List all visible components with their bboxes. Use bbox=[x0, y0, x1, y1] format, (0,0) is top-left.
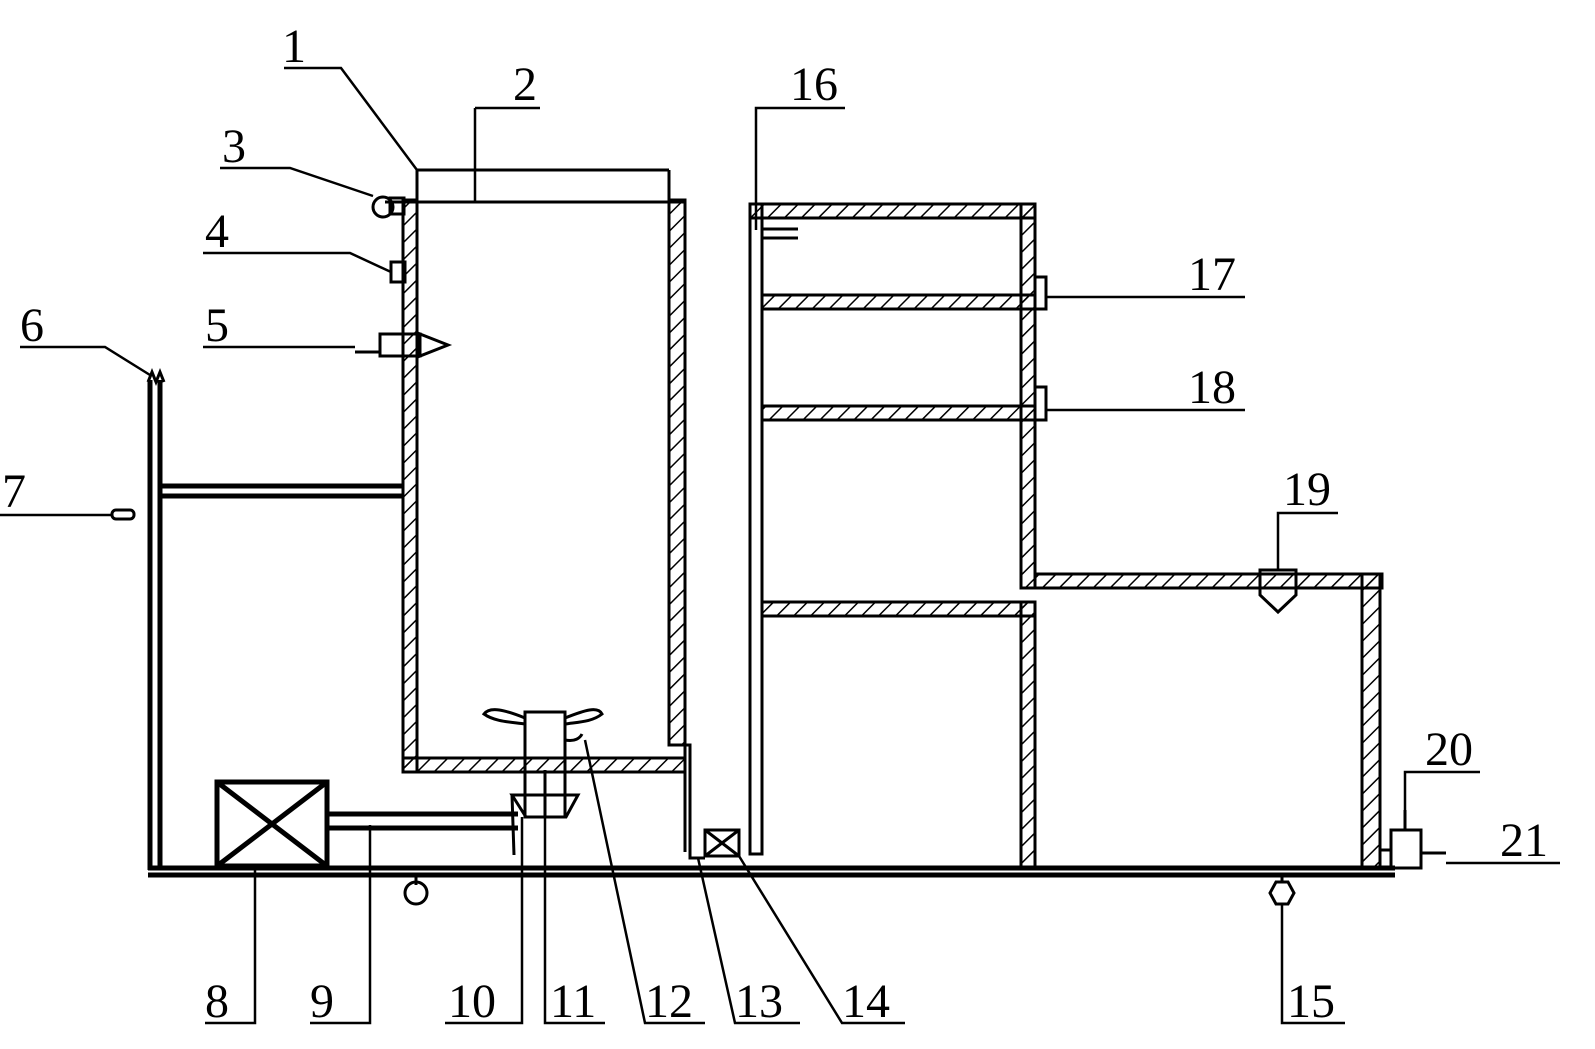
label-21: 21 bbox=[1500, 814, 1548, 867]
label-6: 6 bbox=[20, 299, 44, 352]
port-17 bbox=[1035, 275, 1048, 311]
funnel-19 bbox=[1258, 568, 1298, 615]
label-15: 15 bbox=[1287, 975, 1335, 1028]
label-5: 5 bbox=[205, 299, 229, 352]
label-12: 12 bbox=[645, 975, 693, 1028]
valve-14 bbox=[703, 828, 741, 858]
fitting-7 bbox=[110, 508, 136, 521]
port-18 bbox=[1035, 385, 1048, 422]
caster-15 bbox=[1268, 877, 1296, 906]
shaft-9 bbox=[327, 811, 518, 831]
label-8: 8 bbox=[205, 975, 229, 1028]
label-18: 18 bbox=[1188, 361, 1236, 414]
label-2: 2 bbox=[513, 58, 537, 111]
agitator-12 bbox=[481, 708, 604, 742]
sensor-16 bbox=[762, 227, 798, 240]
label-17: 17 bbox=[1188, 248, 1236, 301]
caster-left bbox=[403, 877, 429, 906]
label-4: 4 bbox=[205, 205, 229, 258]
outlet-20 bbox=[1380, 810, 1446, 870]
label-14: 14 bbox=[842, 975, 890, 1028]
number-labels: 1 2 3 4 5 6 7 8 9 10 11 12 13 14 15 16 1… bbox=[2, 20, 1548, 1028]
leader-lines bbox=[0, 66, 1560, 1025]
label-9: 9 bbox=[310, 975, 334, 1028]
label-10: 10 bbox=[448, 975, 496, 1028]
motor-8 bbox=[214, 779, 330, 869]
vent-6 bbox=[146, 367, 166, 387]
nozzle-5 bbox=[355, 331, 453, 359]
label-16: 16 bbox=[790, 58, 838, 111]
left-frame bbox=[147, 380, 403, 870]
left-tank bbox=[385, 168, 705, 860]
label-20: 20 bbox=[1425, 723, 1473, 776]
label-11: 11 bbox=[550, 975, 596, 1028]
label-1: 1 bbox=[282, 20, 306, 73]
label-13: 13 bbox=[735, 975, 783, 1028]
label-19: 19 bbox=[1283, 463, 1331, 516]
base-frame bbox=[148, 865, 1395, 878]
right-column bbox=[748, 202, 1384, 870]
label-3: 3 bbox=[222, 120, 246, 173]
valve-3 bbox=[371, 195, 406, 219]
label-7: 7 bbox=[2, 465, 26, 518]
